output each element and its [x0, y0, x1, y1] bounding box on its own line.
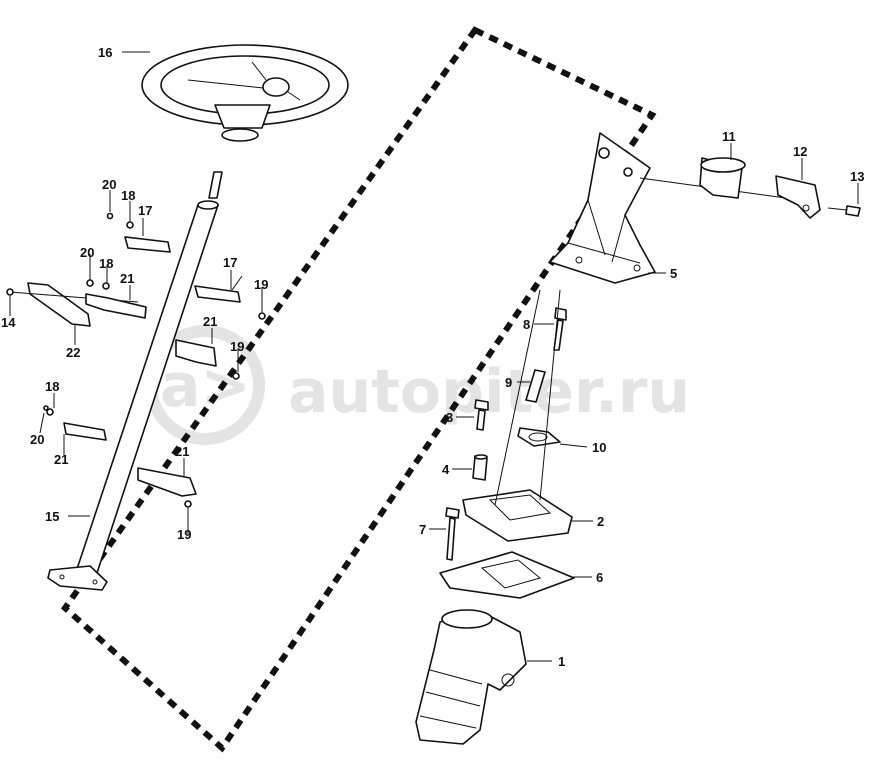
- bracket-17-upper: [124, 236, 171, 253]
- callout-20-upper: 20: [102, 177, 116, 192]
- callout-20-mid: 20: [80, 245, 94, 260]
- callout-4: 4: [442, 462, 450, 477]
- callout-16: 16: [98, 45, 112, 60]
- callout-19-mid: 19: [230, 339, 244, 354]
- clamp-half-11: [699, 157, 746, 199]
- callout-21-lower: 21: [175, 444, 189, 459]
- steering-wheel: [141, 44, 349, 142]
- callout-14: 14: [1, 315, 16, 330]
- assembly-boundary: [61, 26, 657, 753]
- steering-column-tube: [47, 171, 223, 591]
- callout-18-mid: 18: [99, 256, 113, 271]
- callout-11: 11: [722, 129, 736, 144]
- spacer-4: [472, 454, 488, 481]
- callout-19-lower: 19: [177, 527, 191, 542]
- callout-6: 6: [596, 570, 603, 585]
- bolt-13: [827, 205, 861, 217]
- callout-12: 12: [793, 144, 807, 159]
- callout-21-lower-left: 21: [54, 452, 68, 467]
- callout-19-upper: 19: [254, 277, 268, 292]
- bracket-21-mid: [175, 339, 217, 367]
- callout-3: 3: [446, 410, 453, 425]
- callout-21-upper: 21: [120, 271, 134, 286]
- callout-22: 22: [66, 345, 80, 360]
- callout-2: 2: [597, 514, 604, 529]
- support-bracket: [549, 132, 801, 284]
- bolt-7: [445, 507, 460, 561]
- callout-10: 10: [592, 440, 606, 455]
- bracket-21-lower: [137, 467, 197, 497]
- callout-17-right: 17: [223, 255, 237, 270]
- bracket-21-left: [85, 293, 147, 319]
- callout-18-lower: 18: [45, 379, 59, 394]
- watermark-text: autopiter.ru: [288, 357, 690, 427]
- callout-9: 9: [505, 375, 512, 390]
- plate-10: [517, 427, 561, 447]
- column-mount-flange-2: [462, 289, 573, 542]
- clamp-half-12: [775, 175, 821, 219]
- bolt-3: [474, 399, 489, 431]
- leader-lines: [9, 51, 859, 662]
- callout-21-mid: 21: [203, 314, 217, 329]
- gasket-6: [439, 551, 575, 599]
- callout-5: 5: [670, 266, 677, 281]
- callout-7: 7: [419, 522, 426, 537]
- callout-20-lower: 20: [30, 432, 44, 447]
- shaft-9: [525, 369, 546, 403]
- callout-18-upper: 18: [121, 188, 135, 203]
- bracket-17-right: [194, 275, 243, 303]
- callout-13: 13: [850, 169, 864, 184]
- callout-17-upper: 17: [138, 203, 152, 218]
- bracket-21-lower-left: [63, 422, 107, 441]
- callout-8: 8: [523, 317, 530, 332]
- callout-15: 15: [45, 509, 59, 524]
- callouts: 1 2 3 4 5 6 7 8 9 10 11 12 13 14 15 16 1…: [1, 45, 864, 669]
- callout-1: 1: [558, 654, 565, 669]
- fasteners-left: [6, 212, 266, 508]
- steering-unit-1: [415, 609, 527, 745]
- watermark: a> autopiter.ru: [145, 325, 690, 445]
